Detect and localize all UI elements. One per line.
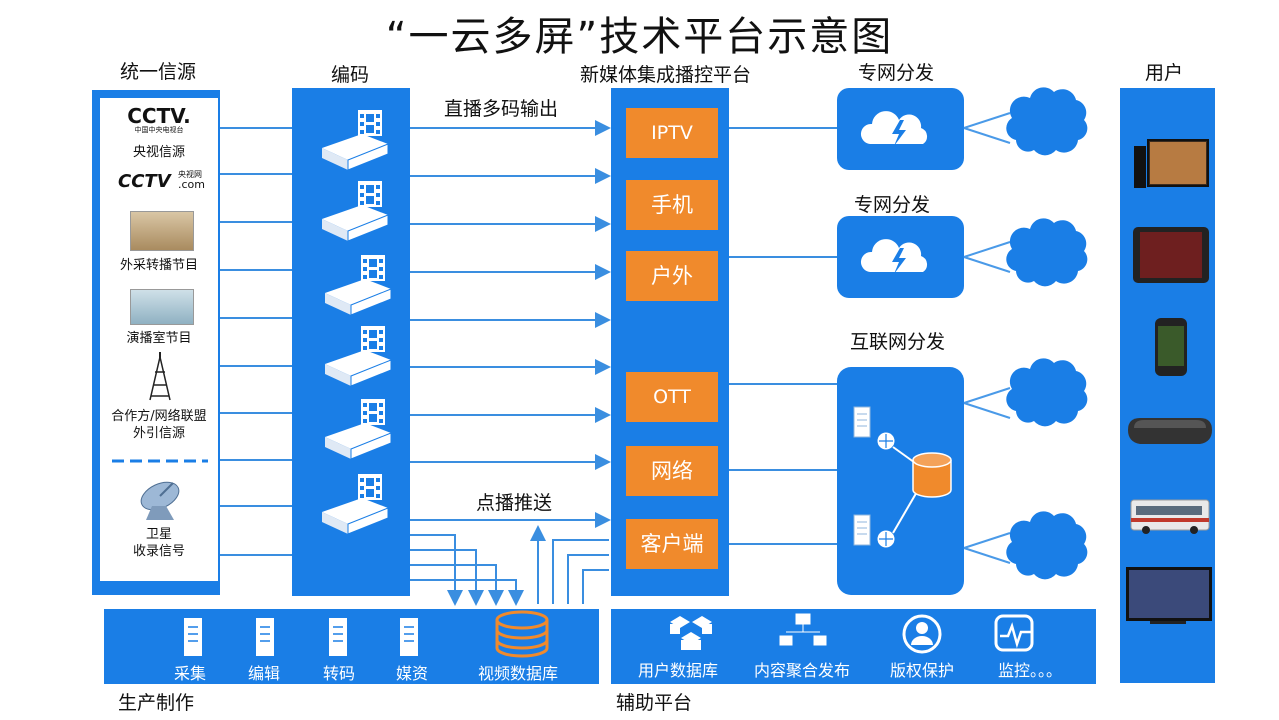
cntv-logo-com: .com bbox=[178, 178, 205, 191]
user-protection-icon bbox=[902, 614, 942, 654]
bus-icon bbox=[1130, 499, 1210, 534]
cloud-icon bbox=[1006, 218, 1088, 287]
satellite-label-1: 卫星 bbox=[145, 527, 172, 542]
production-media-assets: 媒资 bbox=[396, 664, 429, 683]
cloud-icon bbox=[1006, 87, 1088, 156]
platform-item-client: 客户端 bbox=[626, 519, 718, 569]
aux-copyright-protection: 版权保护 bbox=[890, 661, 955, 680]
production-capture: 采集 bbox=[174, 664, 207, 683]
encoder-server-icon bbox=[321, 180, 389, 242]
cctv-source-label: 央视信源 bbox=[132, 145, 185, 160]
server-icon bbox=[184, 618, 202, 656]
desktop-pc-icon bbox=[1134, 139, 1209, 188]
auxiliary-title: 辅助平台 bbox=[616, 692, 693, 714]
production-transcode: 转码 bbox=[323, 664, 356, 683]
server-icon bbox=[400, 618, 418, 656]
internet-server-icon bbox=[853, 514, 896, 549]
cctv-logo-sub: 中国中央电视台 bbox=[134, 126, 184, 134]
database-icon bbox=[912, 452, 952, 498]
header-encoding: 编码 bbox=[331, 64, 370, 86]
cubes-icon bbox=[670, 616, 712, 650]
partner-label-2: 外引信源 bbox=[132, 426, 185, 441]
studio-image bbox=[130, 289, 194, 325]
platform-item-outdoor: 户外 bbox=[626, 251, 718, 301]
platform-item-mobile: 手机 bbox=[626, 180, 718, 230]
platform-item-ott: OTT bbox=[626, 372, 718, 422]
cloud-icon bbox=[1006, 358, 1088, 427]
header-platform: 新媒体集成播控平台 bbox=[580, 64, 752, 86]
platform-item-iptv: IPTV bbox=[626, 108, 718, 158]
production-video-db: 视频数据库 bbox=[478, 664, 559, 683]
cloud-lightning-icon bbox=[860, 239, 928, 274]
cctv-logo: CCTV. bbox=[127, 104, 191, 128]
platform-item-network: 网络 bbox=[626, 446, 718, 496]
header-users: 用户 bbox=[1145, 62, 1184, 84]
aux-monitoring: 监控。。。 bbox=[998, 661, 1063, 680]
production-edit: 编辑 bbox=[248, 664, 281, 683]
server-icon bbox=[256, 618, 274, 656]
set-top-box-icon bbox=[1128, 418, 1212, 444]
cntv-logo-sub: 央视网 bbox=[178, 170, 202, 179]
satellite-label-2: 收录信号 bbox=[132, 544, 185, 559]
satellite-dish-icon bbox=[140, 481, 180, 520]
network-computers-icon bbox=[779, 613, 827, 646]
outdoor-broadcast-image bbox=[130, 211, 194, 251]
smartphone-icon bbox=[1155, 318, 1187, 376]
header-sources: 统一信源 bbox=[120, 61, 197, 83]
encoder-server-icon bbox=[321, 109, 389, 171]
production-title: 生产制作 bbox=[118, 692, 195, 714]
platform-panel bbox=[611, 88, 729, 596]
page-title: “一云多屏”技术平台示意图 bbox=[385, 14, 894, 60]
encoder-server-icon bbox=[324, 325, 392, 387]
live-output-label: 直播多码输出 bbox=[444, 98, 559, 120]
studio-label: 演播室节目 bbox=[126, 331, 192, 346]
tv-screen-icon bbox=[1126, 567, 1212, 624]
outdoor-label: 外采转播节目 bbox=[119, 258, 198, 273]
encoder-server-icon bbox=[324, 254, 392, 316]
aux-user-db: 用户数据库 bbox=[638, 661, 719, 680]
internet-server-icon bbox=[853, 406, 896, 451]
encoder-server-icon bbox=[324, 398, 392, 460]
tablet-icon bbox=[1133, 227, 1209, 283]
server-icon bbox=[329, 618, 347, 656]
vod-push-label: 点播推送 bbox=[476, 492, 553, 514]
encoder-server-icon bbox=[321, 473, 389, 535]
header-internet-dist: 互联网分发 bbox=[850, 331, 946, 353]
monitor-pulse-icon bbox=[994, 614, 1034, 652]
antenna-tower-icon bbox=[149, 352, 171, 401]
cloud-icon bbox=[1006, 511, 1088, 580]
video-database-icon bbox=[495, 610, 549, 658]
partner-label-1: 合作方/网络联盟 bbox=[111, 409, 207, 424]
cntv-logo: CCTV bbox=[118, 171, 171, 192]
header-private-dist-1: 专网分发 bbox=[858, 62, 935, 84]
cloud-lightning-icon bbox=[860, 111, 928, 146]
aux-content-aggregation: 内容聚合发布 bbox=[754, 661, 851, 680]
header-private-dist-2: 专网分发 bbox=[854, 194, 931, 216]
